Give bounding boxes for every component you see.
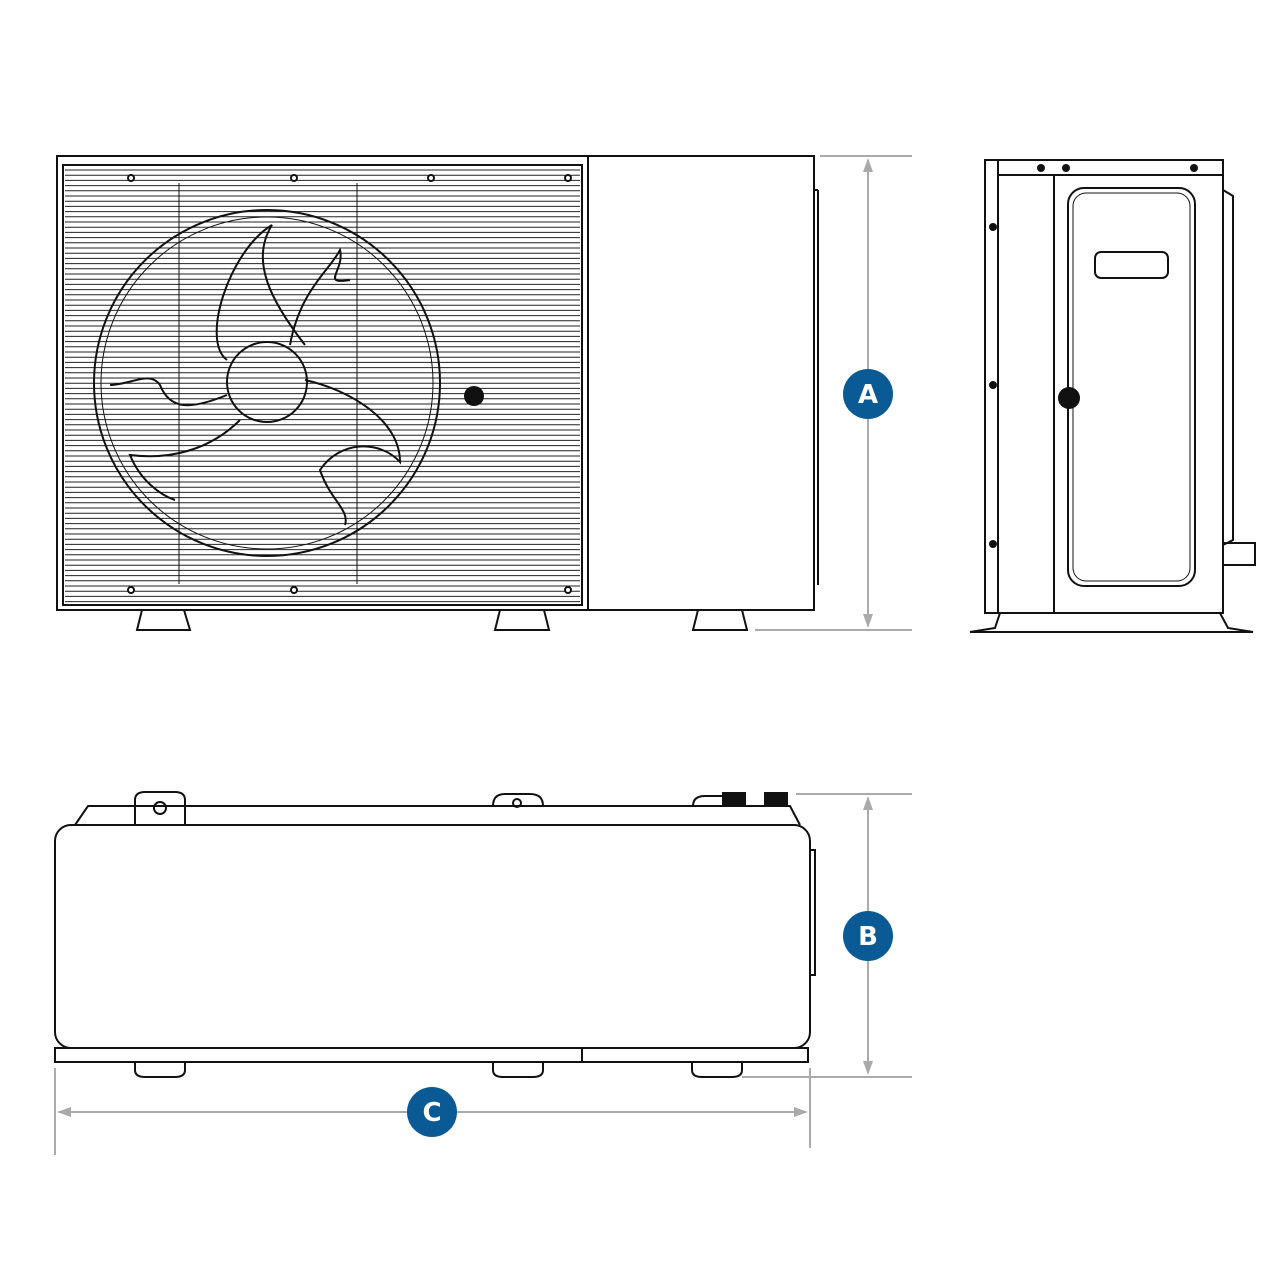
fan-blade [128, 419, 241, 501]
dimension-c: C [54, 1068, 811, 1155]
fan-ring-outer [93, 209, 441, 557]
front-casing [56, 155, 815, 611]
fan-blade [215, 224, 306, 361]
dimension-badge-c [407, 1087, 457, 1137]
side-view [969, 159, 1256, 633]
grille-slats [65, 169, 580, 603]
fan-cover-screw [464, 386, 484, 406]
grille-screws [127, 174, 572, 594]
lifting-lugs [134, 791, 743, 1078]
fan-blade [304, 379, 402, 526]
handle [1094, 251, 1169, 279]
feet [135, 609, 749, 631]
front-view [56, 155, 819, 631]
fan-grille-frame [62, 164, 583, 606]
top-casing [54, 824, 811, 1049]
dimension-badge-b [843, 911, 893, 961]
dimension-badge-a [843, 369, 893, 419]
dimension-label-c: C [422, 1098, 441, 1128]
dimension-label-a: A [858, 380, 878, 410]
side-panel [1067, 187, 1196, 587]
fan-blade [109, 377, 228, 407]
top-view [54, 791, 816, 1078]
panel-screw [1058, 387, 1080, 409]
fan-blade [289, 247, 351, 346]
dimension-b: B [742, 793, 912, 1078]
dimension-a: A [755, 155, 912, 631]
fan-hub [226, 341, 308, 423]
pipe-connections [722, 792, 788, 806]
fan-ring-inner [100, 216, 434, 550]
dimension-label-b: B [858, 922, 878, 952]
